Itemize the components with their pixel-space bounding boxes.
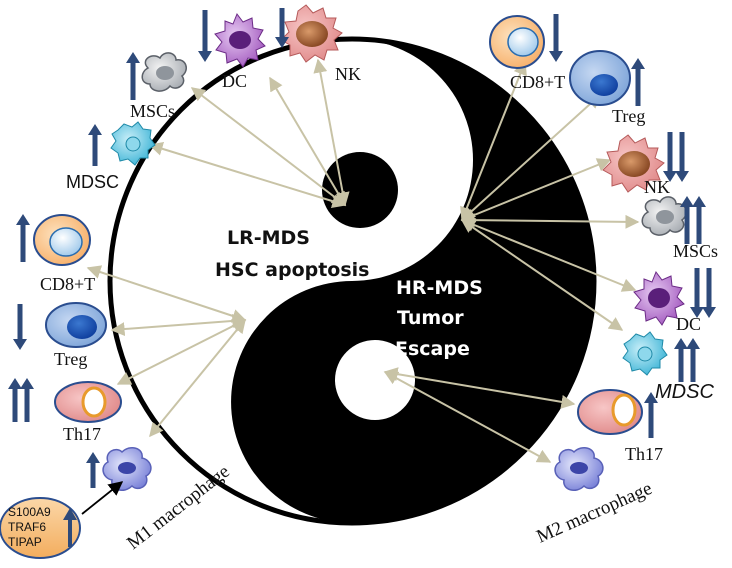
mscs-right-label: MSCs — [673, 241, 718, 261]
up-arrow-icon-mscs-right-2 — [692, 196, 706, 244]
regulation-arrows — [8, 8, 716, 488]
down-arrow-icon-dc-right-1 — [690, 268, 704, 318]
down-arrow-icon-nk-top — [275, 8, 289, 48]
hr-mds-line2: Tumor — [397, 307, 464, 329]
down-arrow-icon-nk-right-2 — [675, 132, 689, 182]
m1-factor-box: S100A9 TRAF6 TIPAP — [0, 497, 81, 559]
up-arrow-icon-mdsc-right-1 — [674, 338, 688, 382]
nk-top-label: NK — [335, 64, 361, 84]
th17-right-label: Th17 — [625, 444, 663, 464]
up-arrow-icon-cd8-left — [16, 214, 30, 262]
lr-mds-subtitle: HSC apoptosis — [215, 259, 370, 281]
mscs-left-label: MSCs — [130, 101, 175, 121]
treg-right-cell — [569, 50, 631, 106]
dc-top-cell — [214, 12, 266, 68]
cd8-left-cell — [33, 214, 91, 266]
arrow-cd8-left — [86, 265, 247, 323]
cd8-right-cell — [489, 15, 545, 69]
dc-top-label: DC — [222, 71, 247, 91]
treg-left-cell — [45, 302, 107, 348]
mdsc-left-cell — [110, 121, 156, 166]
hr-mds-title: HR-MDS — [396, 277, 483, 299]
nk-right-cell — [602, 134, 665, 193]
up-arrow-icon-m1 — [86, 452, 100, 488]
mdsc-left-label: MDSC — [66, 172, 119, 192]
th17-right-cell — [577, 389, 643, 435]
treg-left-label: Treg — [54, 349, 87, 369]
arrow-m2 — [383, 371, 552, 463]
down-arrow-icon-nk-right-1 — [663, 132, 677, 182]
up-arrow-icon-th17-right — [644, 392, 658, 438]
th17-left-cell — [54, 381, 122, 423]
up-arrow-icon-treg-right — [631, 58, 645, 106]
dc-right-cell — [633, 270, 685, 326]
down-arrow-icon-treg-left — [13, 304, 27, 350]
hr-mds-line3: Escape — [395, 338, 470, 360]
treg-right-label: Treg — [612, 106, 645, 126]
up-arrow-icon-th17-left-1 — [8, 378, 22, 422]
yin-yang-symbol — [107, 36, 597, 526]
black-eye — [322, 152, 398, 228]
up-arrow-icon-th17-left-2 — [20, 378, 34, 422]
up-arrow-icon-mdsc-right-2 — [686, 338, 700, 382]
lr-mds-title: LR-MDS — [227, 227, 310, 249]
down-arrow-icon-dc-right-2 — [702, 268, 716, 318]
arrow-nk-right — [460, 158, 612, 222]
nk-right-label: NK — [644, 177, 670, 197]
down-arrow-icon-cd8-right — [549, 14, 563, 62]
cd8-left-label: CD8+T — [40, 274, 95, 294]
mdsc-right-label: MDSC — [655, 381, 714, 403]
connector-arrows — [86, 58, 640, 463]
th17-left-label: Th17 — [63, 424, 101, 444]
m1-box-line2: TRAF6 — [8, 520, 46, 534]
arrow-mdsc-left — [148, 142, 347, 208]
mdsc-right-cell — [622, 331, 668, 376]
m2-macrophage-cell — [554, 447, 604, 491]
mscs-right-cell — [641, 196, 687, 236]
m1-macrophage-cell — [102, 447, 152, 491]
m1-box-arrow — [81, 481, 124, 515]
m1-box-line3: TIPAP — [8, 535, 42, 549]
dc-right-label: DC — [676, 314, 701, 334]
cd8-right-label: CD8+T — [510, 72, 565, 92]
m1-box-line1: S100A9 — [8, 505, 51, 519]
up-arrow-icon-mscs-left — [126, 52, 140, 100]
up-arrow-icon-mscs-right-1 — [680, 196, 694, 244]
arrow-mdsc-right — [460, 219, 624, 331]
arrow-m1 — [149, 318, 246, 438]
down-arrow-icon-dc-top — [198, 10, 212, 62]
up-arrow-icon-mdsc-left — [88, 124, 102, 166]
mscs-left-cell — [141, 52, 187, 92]
nk-top-cell — [280, 4, 343, 63]
m2-macrophage-label: M2 macrophage — [533, 478, 655, 548]
